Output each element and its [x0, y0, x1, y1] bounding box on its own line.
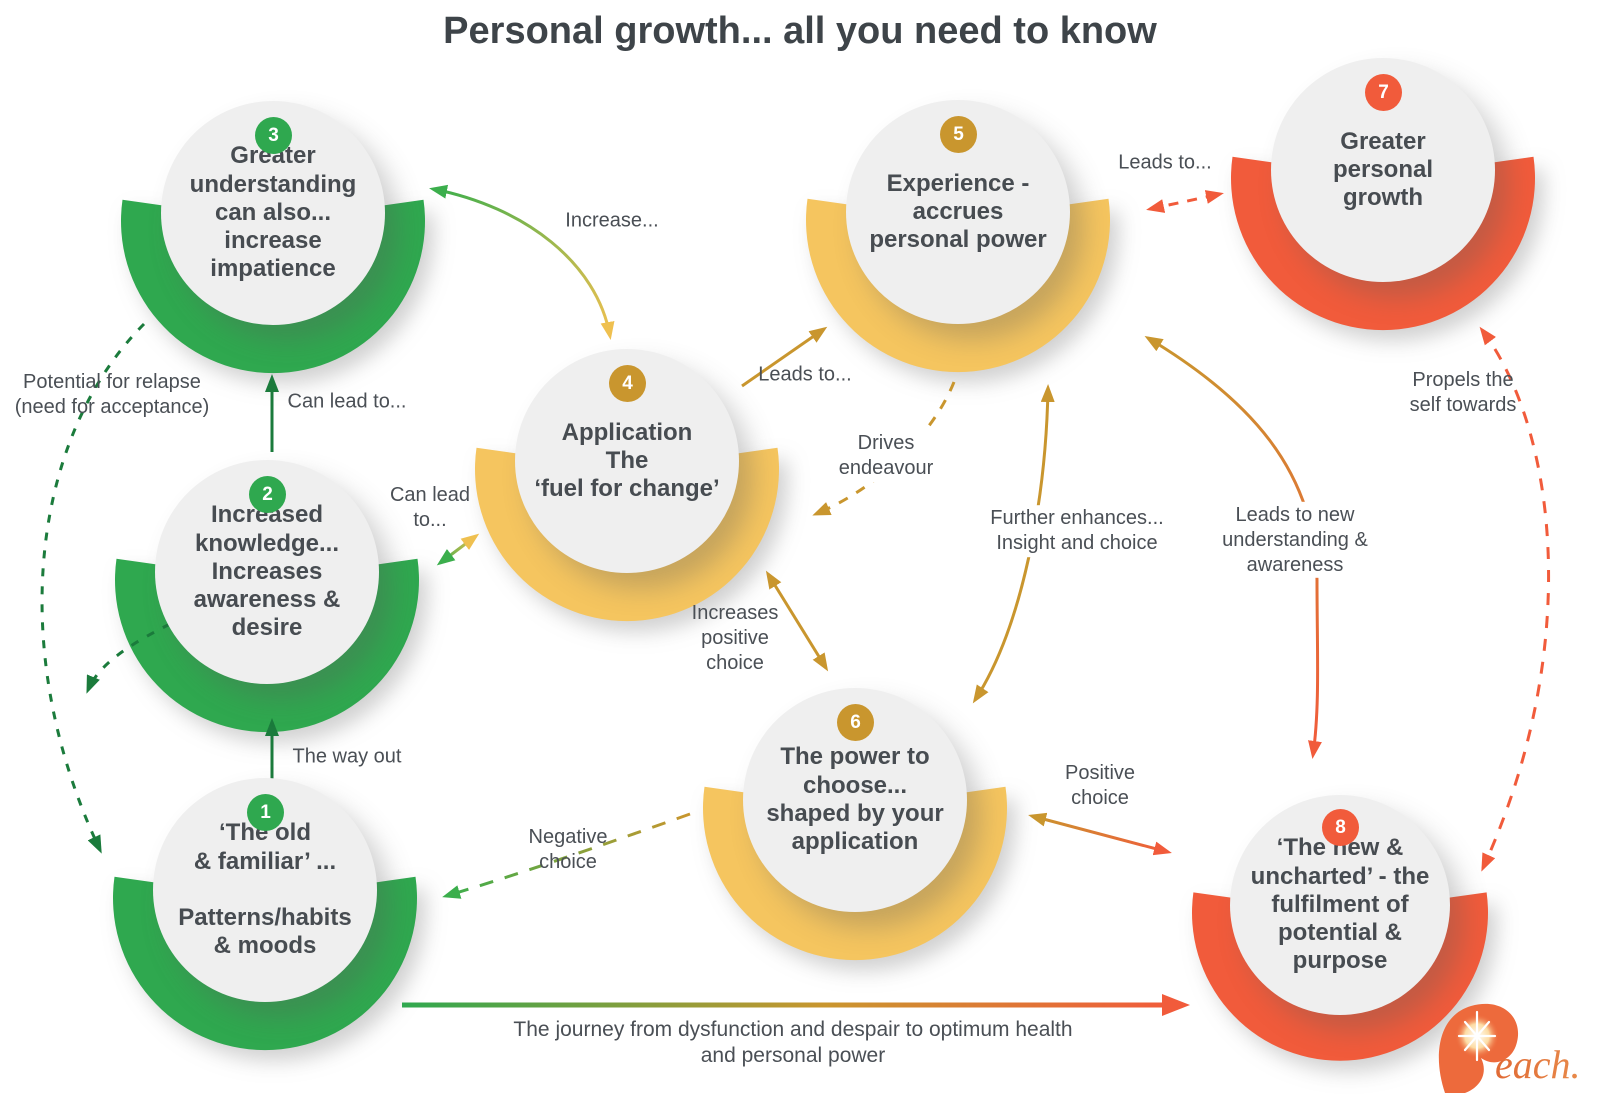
label-relapse: Potential for relapse (need for acceptan… — [14, 371, 210, 418]
label-propels: Propels the self towards — [1409, 369, 1517, 416]
label-leads-to-4-5: Leads to... — [758, 363, 852, 386]
node-4-crescent — [475, 447, 779, 622]
label-negative-choice: Negative choice — [528, 826, 608, 873]
node-5-text: Experience - accrues personal power — [869, 169, 1047, 254]
node-8-badge: 8 — [1322, 809, 1359, 846]
node-crescents — [113, 156, 1535, 1061]
node-3-badge: 3 — [255, 117, 292, 154]
node-2-badge: 2 — [249, 476, 286, 513]
reach-logo-wordmark: each. — [1495, 1042, 1581, 1087]
node-6-text: The power to choose... shaped by your ap… — [766, 743, 944, 856]
arrow-drives-endeavour — [812, 381, 956, 516]
label-increases-positive: Increases positive choice — [691, 601, 779, 674]
label-can-lead-2-4: Can lead to... — [389, 484, 471, 531]
label-increase: Increase... — [565, 209, 659, 232]
node-8-crescent — [1192, 892, 1489, 1061]
label-way-out: The way out — [292, 745, 402, 768]
arrow-propels — [1479, 326, 1550, 872]
node-5-crescent — [806, 198, 1110, 373]
arrow-increase-4-3 — [429, 184, 615, 340]
label-leads-to-new: Leads to new understanding & awareness — [1217, 501, 1373, 579]
reach-logo-starburst — [1457, 1010, 1497, 1062]
node-8-text: ‘The new & uncharted’ - the fulfilment o… — [1250, 834, 1430, 975]
page-title: Personal growth... all you need to know — [443, 10, 1157, 52]
arrow-further-enhances — [972, 384, 1055, 704]
node-6-crescent — [703, 786, 1007, 961]
arrow-leads-4-5 — [741, 326, 828, 388]
node-1-text: ‘The old & familiar’ ... Patterns/habits… — [178, 819, 352, 960]
label-leads-to-5-7: Leads to... — [1118, 151, 1212, 174]
node-1-badge: 1 — [247, 794, 284, 831]
node-4-badge: 4 — [609, 365, 646, 402]
label-drives-endeavour: Drives endeavour — [833, 430, 939, 482]
node-5-badge: 5 — [940, 116, 977, 153]
node-7-crescent — [1231, 156, 1535, 331]
arrow-positive-choice — [1028, 812, 1172, 856]
node-7-text: Greater personal growth — [1332, 127, 1434, 212]
node-7-badge: 7 — [1365, 74, 1402, 111]
arrow-negative-choice — [442, 812, 691, 899]
node-2-text: Increased knowledge... Increases awarene… — [193, 501, 341, 642]
node-6-badge: 6 — [837, 704, 874, 741]
label-can-lead-2-3: Can lead to... — [287, 390, 407, 413]
label-further-enhances: Further enhances... Insight and choice — [985, 505, 1169, 557]
label-positive-choice: Positive choice — [1064, 762, 1136, 809]
node-2-crescent — [115, 558, 419, 733]
node-1-crescent — [113, 876, 417, 1051]
arrow-can-lead-2-4 — [436, 533, 480, 566]
arrow-leads-5-7 — [1146, 190, 1224, 213]
arrow-increases-positive — [765, 570, 829, 672]
node-4-text: Application The ‘fuel for change’ — [534, 418, 720, 503]
node-3-crescent — [121, 199, 426, 374]
reach-logo: each. — [1429, 996, 1594, 1101]
reach-logo-graphic: each. — [1438, 1003, 1581, 1093]
label-journey: The journey from dysfunction and despair… — [513, 1017, 1073, 1067]
node-1-old-familiar: ‘The old & familiar’ ... Patterns/habits… — [153, 778, 377, 1002]
node-3-text: Greater understanding can also... increa… — [189, 142, 357, 283]
